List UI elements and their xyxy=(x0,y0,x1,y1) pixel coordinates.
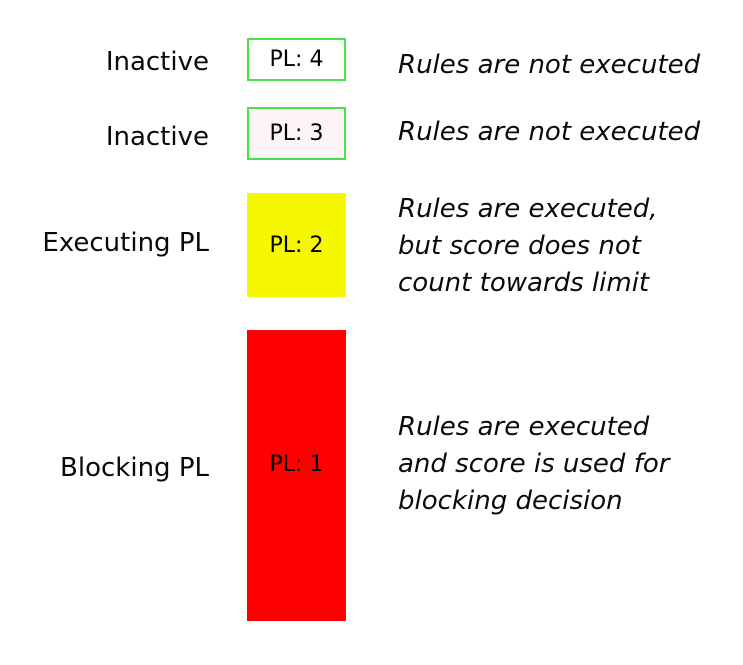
pl1-box-text: PL: 1 xyxy=(269,452,324,477)
row-label-pl2: Executing PL xyxy=(42,228,209,258)
pl2-box: PL: 2 xyxy=(247,193,346,297)
pl1-description: Rules are executed and score is used for… xyxy=(398,412,670,516)
pl4-box-text: PL: 4 xyxy=(269,47,324,72)
row-label-pl3: Inactive xyxy=(105,122,209,152)
pl4-box: PL: 4 xyxy=(247,38,346,81)
pl4-description: Rules are not executed xyxy=(398,50,701,80)
pl3-box: PL: 3 xyxy=(247,107,346,160)
pl3-description: Rules are not executed xyxy=(398,117,701,147)
row-label-pl4: Inactive xyxy=(105,47,209,77)
pl2-box-text: PL: 2 xyxy=(269,232,324,258)
pl2-description: Rules are executed, but score does not c… xyxy=(398,194,658,298)
pl3-box-text: PL: 3 xyxy=(269,121,324,146)
row-label-pl1: Blocking PL xyxy=(60,453,209,483)
pl1-box: PL: 1 xyxy=(247,330,346,621)
